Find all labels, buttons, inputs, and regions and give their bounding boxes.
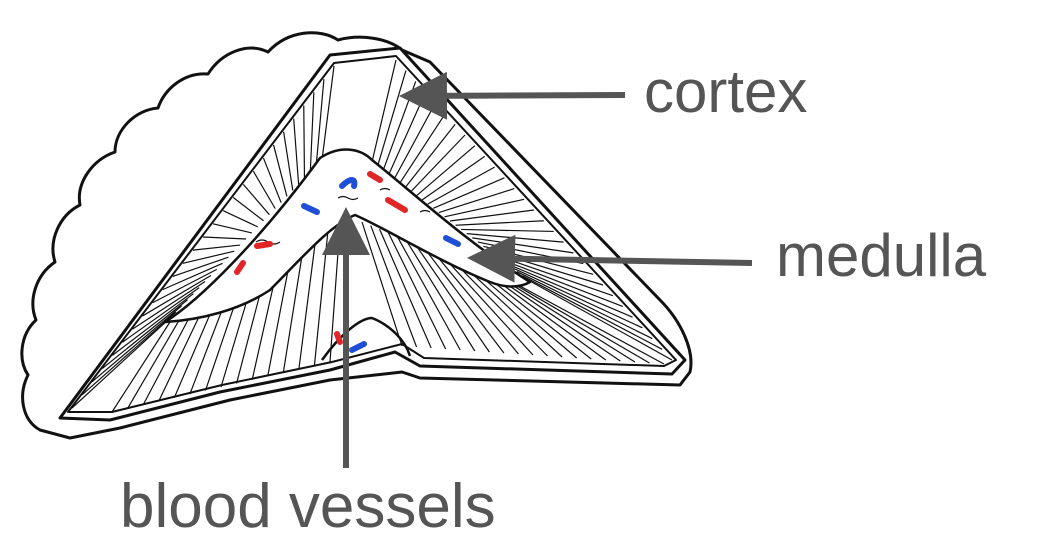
red-vessel (337, 334, 340, 342)
cortex-label: cortex (644, 62, 807, 122)
cortex-radial-line (304, 105, 305, 178)
blood-vessels-label: blood vessels (120, 476, 496, 538)
cortex-arrow (408, 95, 625, 96)
red-vessel (257, 244, 270, 246)
medulla-label: medulla (776, 226, 986, 286)
